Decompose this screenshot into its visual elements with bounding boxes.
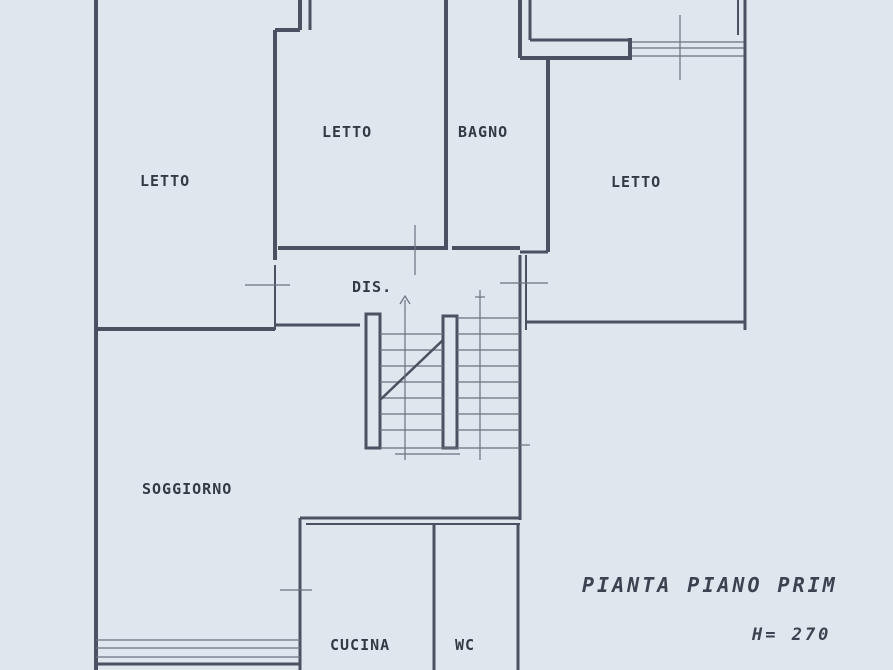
room-label-bagno: BAGNO — [458, 123, 508, 141]
room-label-wc: WC — [455, 636, 475, 654]
stair-arrow — [399, 294, 411, 305]
stair-cut-line — [379, 339, 444, 401]
stair-handrail-left — [364, 312, 382, 450]
room-label-disimpegno: DIS. — [352, 278, 392, 296]
plan-title: PIANTA PIANO PRIM — [582, 573, 838, 597]
room-label-letto-right: LETTO — [611, 173, 661, 191]
room-label-cucina: CUCINA — [330, 636, 390, 654]
axis-marks — [245, 15, 681, 591]
plan-height: H= 270 — [751, 625, 831, 645]
walls — [94, 0, 747, 670]
staircase — [364, 290, 520, 460]
room-label-soggiorno: SOGGIORNO — [142, 480, 232, 498]
room-label-letto-center: LETTO — [322, 123, 372, 141]
room-label-letto-left: LETTO — [140, 172, 190, 190]
